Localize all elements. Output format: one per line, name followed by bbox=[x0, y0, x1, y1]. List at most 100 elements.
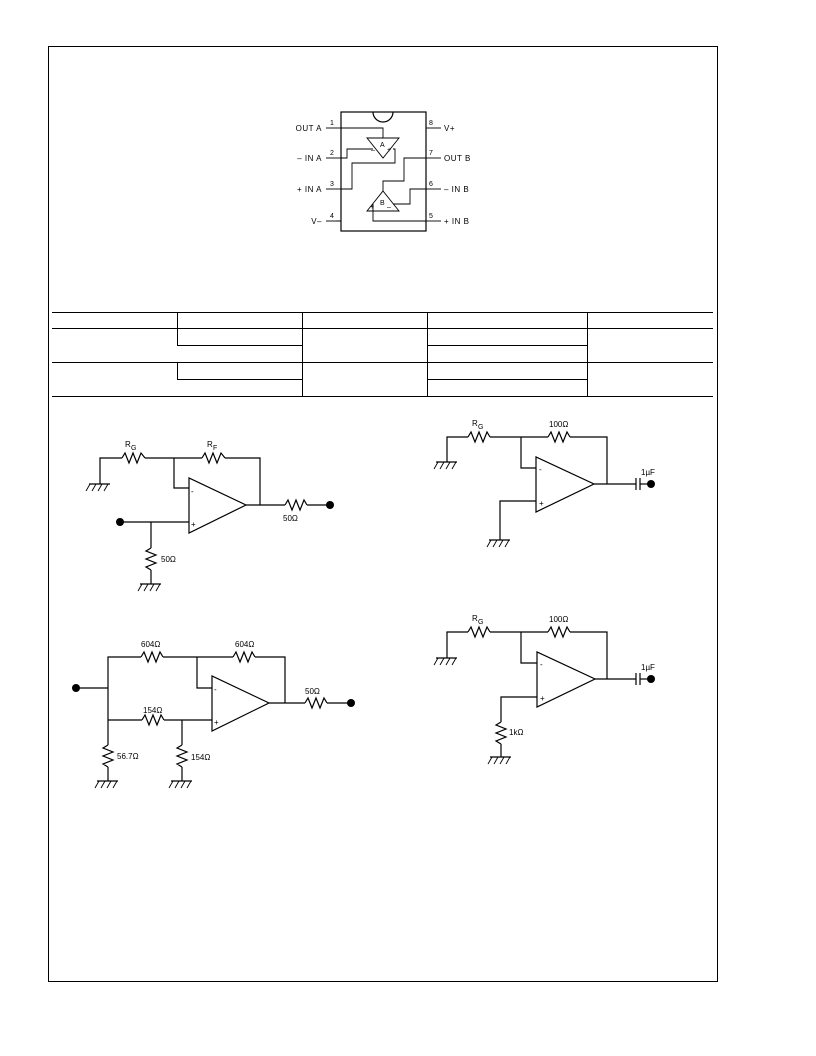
svg-text:+: + bbox=[191, 520, 196, 529]
table-header-row bbox=[52, 312, 713, 329]
rin-label: 50Ω bbox=[161, 555, 176, 564]
rg-label: R bbox=[472, 419, 478, 428]
pin-number: 2 bbox=[330, 150, 334, 157]
table-cell bbox=[426, 328, 587, 346]
resistor-rf bbox=[547, 430, 571, 444]
table-row bbox=[52, 379, 713, 397]
resistor-out bbox=[284, 498, 308, 512]
resistor-out bbox=[304, 696, 328, 710]
pin-name: + IN A bbox=[297, 185, 322, 194]
amp-a-label: A bbox=[380, 142, 385, 149]
svg-text:–: – bbox=[371, 147, 375, 154]
table-cell bbox=[301, 328, 427, 363]
svg-text:F: F bbox=[213, 445, 217, 452]
rg-label: R bbox=[125, 440, 131, 449]
table-row bbox=[52, 328, 713, 363]
resistor-154-1 bbox=[141, 713, 165, 727]
resistor-rf bbox=[201, 451, 226, 465]
svg-text:-: - bbox=[214, 685, 217, 694]
pin-number: 5 bbox=[429, 213, 433, 220]
pin-name: V+ bbox=[444, 124, 455, 133]
pin-name: OUT A bbox=[296, 124, 323, 133]
page-frame bbox=[48, 46, 718, 982]
table-header-cell bbox=[301, 312, 427, 329]
rf-label: 100Ω bbox=[549, 420, 568, 429]
resistor-rf bbox=[547, 625, 571, 639]
svg-text:+: + bbox=[370, 204, 374, 211]
pin-name: – IN A bbox=[297, 154, 322, 163]
pin-name: + IN B bbox=[444, 217, 469, 226]
svg-text:G: G bbox=[131, 445, 136, 452]
table-cell bbox=[301, 362, 427, 397]
table-cell bbox=[176, 328, 302, 346]
rg-label: R bbox=[472, 614, 478, 623]
svg-text:-: - bbox=[540, 660, 543, 669]
output-terminal bbox=[647, 480, 655, 488]
pin1-notch bbox=[372, 111, 394, 123]
resistor-rg bbox=[467, 625, 491, 639]
rin-label: 1kΩ bbox=[509, 728, 523, 737]
pin-number: 3 bbox=[330, 181, 334, 188]
ordering-table bbox=[52, 312, 713, 397]
svg-text:–: – bbox=[387, 204, 391, 211]
opamp-b-symbol bbox=[366, 190, 400, 212]
dip8-package: 1 2 3 4 5 6 7 8 OUT A – IN A + IN A V– +… bbox=[296, 111, 471, 232]
opamp-1-symbol bbox=[188, 477, 248, 534]
resistor-1k bbox=[494, 721, 508, 745]
resistor-154-2 bbox=[175, 744, 189, 768]
svg-text:+: + bbox=[540, 694, 545, 703]
svg-text:-: - bbox=[539, 465, 542, 474]
rf-label: R bbox=[207, 440, 213, 449]
pin-number: 4 bbox=[330, 213, 334, 220]
table-row bbox=[52, 362, 713, 397]
table-header-cell bbox=[586, 312, 713, 329]
table-cell bbox=[426, 362, 587, 380]
svg-text:+: + bbox=[539, 499, 544, 508]
r3-label: 154Ω bbox=[143, 706, 162, 715]
r4-label: 56.7Ω bbox=[117, 752, 139, 761]
table-cell bbox=[177, 345, 302, 363]
svg-text:-: - bbox=[191, 487, 194, 496]
table-cell bbox=[426, 379, 587, 397]
table-cell bbox=[52, 362, 177, 397]
pin-name: V– bbox=[311, 217, 322, 226]
opamp-4-symbol bbox=[536, 651, 597, 708]
table-cell bbox=[52, 328, 177, 363]
table-cell bbox=[586, 362, 713, 397]
rout-label: 50Ω bbox=[305, 687, 320, 696]
circuit-3-differential: - + 604Ω 604Ω 154Ω 50Ω 56.7Ω 154Ω bbox=[72, 640, 355, 789]
resistor-rg bbox=[121, 451, 146, 465]
circuit-4-inverting-1k: - + R G 100Ω 1µF 1kΩ bbox=[433, 614, 655, 765]
table-header-cell bbox=[426, 312, 587, 329]
resistor-56-7 bbox=[101, 744, 115, 768]
cap-label: 1µF bbox=[641, 663, 655, 672]
output-terminal bbox=[647, 675, 655, 683]
rout-label: 50Ω bbox=[283, 514, 298, 523]
circuit-2-inverting: - + R G 100Ω 1µF bbox=[433, 419, 655, 548]
svg-text:+: + bbox=[387, 147, 391, 154]
amp-b-label: B bbox=[380, 200, 385, 207]
table-cell bbox=[426, 345, 587, 363]
pin-name: – IN B bbox=[444, 185, 469, 194]
opamp-2-symbol bbox=[535, 456, 596, 513]
resistor-in bbox=[144, 547, 158, 571]
cap-label: 1µF bbox=[641, 468, 655, 477]
svg-text:G: G bbox=[478, 619, 483, 626]
resistor-rg bbox=[467, 430, 491, 444]
opamp-3-symbol bbox=[211, 675, 271, 732]
r5-label: 154Ω bbox=[191, 753, 210, 762]
r2-label: 604Ω bbox=[235, 640, 254, 649]
table-header-cell bbox=[52, 312, 177, 329]
svg-text:G: G bbox=[478, 424, 483, 431]
table-cell bbox=[586, 328, 713, 363]
pin-number: 7 bbox=[429, 150, 433, 157]
output-terminal bbox=[326, 501, 334, 509]
pin-number: 6 bbox=[429, 181, 433, 188]
pin-name: OUT B bbox=[444, 154, 471, 163]
output-terminal bbox=[347, 699, 355, 707]
table-header-cell bbox=[176, 312, 302, 329]
pin-number: 8 bbox=[429, 120, 433, 127]
r1-label: 604Ω bbox=[141, 640, 160, 649]
resistor-604-1 bbox=[140, 650, 164, 664]
